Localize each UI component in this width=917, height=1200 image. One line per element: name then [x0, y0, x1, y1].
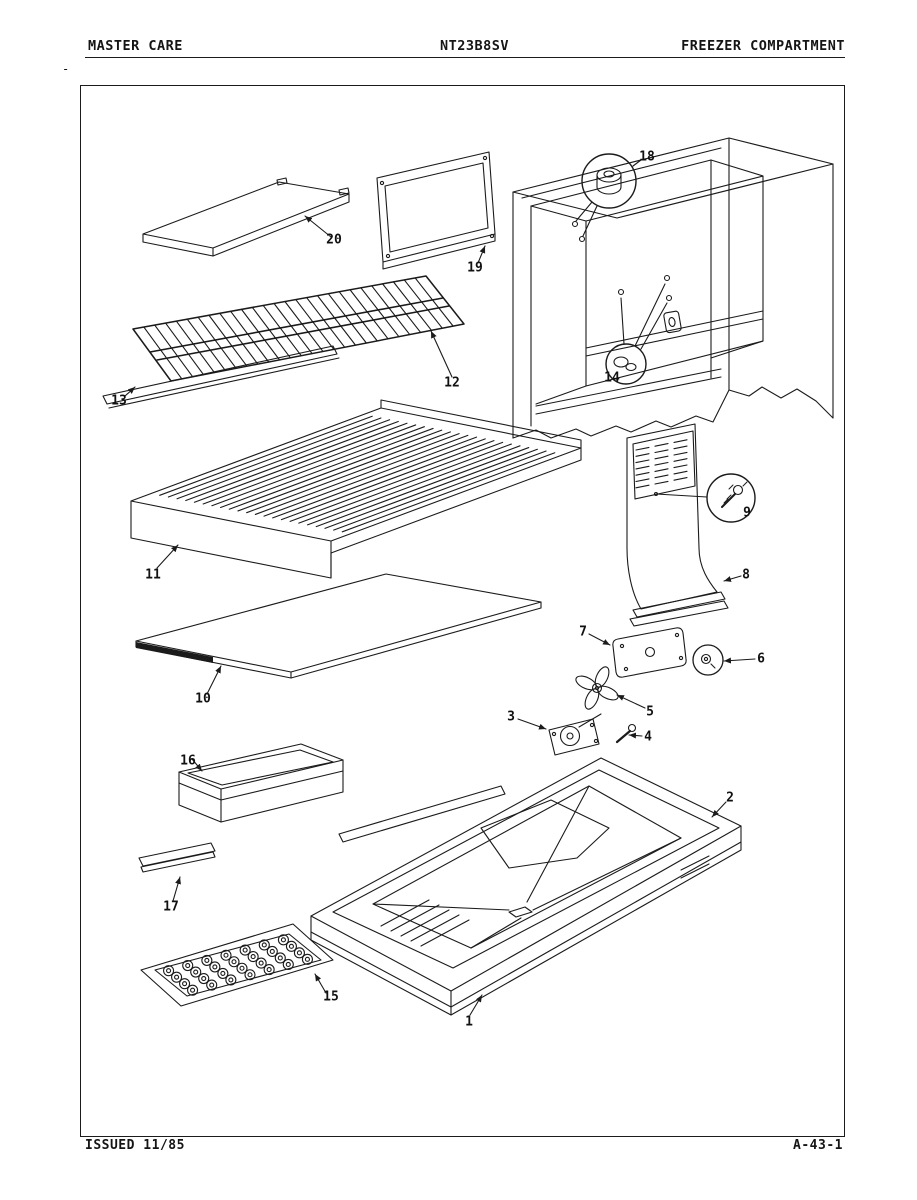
- callout-6-art: [692, 644, 724, 676]
- part5-art: [575, 666, 619, 710]
- part12-art: [132, 275, 465, 382]
- footer-issued: ISSUED 11/85: [85, 1138, 185, 1153]
- part15-art: [140, 923, 334, 1007]
- header-rule: [85, 57, 845, 58]
- part7-art: [612, 627, 687, 678]
- header-brand: MASTER CARE: [88, 38, 183, 54]
- part11-art: [130, 399, 582, 579]
- footer-page-code: A-43-1: [793, 1138, 843, 1153]
- part13-art: [102, 345, 340, 409]
- margin-tick: -: [62, 62, 70, 76]
- callout-9-art: [653, 473, 756, 523]
- header-section: FREEZER COMPARTMENT: [681, 38, 845, 54]
- callout-14-art: [605, 283, 668, 385]
- part4-art: [615, 723, 637, 744]
- part16-art: [178, 743, 344, 823]
- callout-18-art: [575, 153, 637, 237]
- cabinet-art: [512, 137, 834, 439]
- exploded-view-diagram: [102, 137, 834, 1016]
- part17-art: [138, 842, 216, 873]
- part10-art: [135, 573, 542, 679]
- part1-2-art: [310, 757, 742, 1016]
- part20-art: [142, 177, 350, 257]
- part19-art: [376, 151, 496, 270]
- header-model: NT23B8SV: [440, 38, 510, 54]
- part8-art: [626, 423, 729, 627]
- part3-art: [548, 713, 602, 756]
- leader-lines: [124, 159, 756, 1016]
